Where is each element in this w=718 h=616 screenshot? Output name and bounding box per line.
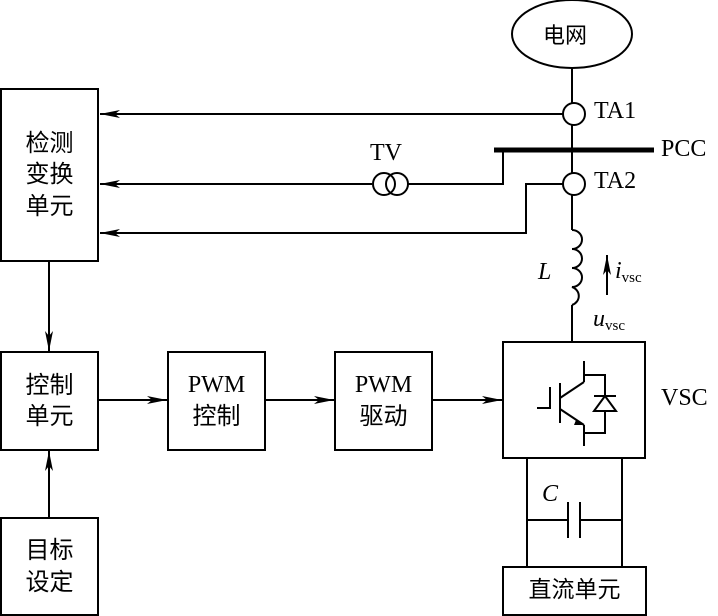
- control-unit: 控制 单元: [0, 351, 99, 451]
- control-unit-line-1: 控制: [25, 370, 74, 399]
- detect-transform-unit: 检测 变换 单元: [0, 88, 99, 262]
- tv-label: TV: [370, 140, 402, 166]
- ta2-signal-line: [100, 183, 563, 237]
- pwm-control-block: PWM 控制: [167, 351, 266, 451]
- detect-unit-line-2: 变换: [25, 160, 74, 189]
- target-setting-line-1: 目标: [25, 536, 74, 565]
- current-subscript: vsc: [621, 270, 642, 286]
- voltage-subscript: vsc: [605, 318, 625, 334]
- pwm-control-line-2: 控制: [192, 402, 241, 430]
- capacitor-label: C: [542, 481, 559, 507]
- inductor-label: L: [538, 259, 552, 285]
- tv-coil-left-icon: [372, 172, 396, 196]
- grid-label: 电网: [543, 24, 588, 49]
- target-setting-block: 目标 设定: [0, 517, 99, 616]
- dc-unit-block: 直流单元: [502, 566, 647, 616]
- ta2-ct-icon: [562, 172, 586, 196]
- inductor-icon: [571, 229, 583, 306]
- detect-unit-line-1: 检测: [25, 129, 74, 158]
- pwm-drive-line-2: 驱动: [359, 402, 408, 430]
- grid-ellipse: [511, 0, 633, 69]
- vsc-block: [502, 341, 646, 459]
- pwm-control-line-1: PWM: [187, 371, 246, 398]
- current-symbol: i: [615, 258, 622, 284]
- detect-unit-line-3: 单元: [25, 191, 74, 220]
- dc-unit-label: 直流单元: [528, 577, 621, 604]
- target-setting-line-2: 设定: [25, 567, 74, 596]
- pwm-drive-line-1: PWM: [354, 371, 413, 398]
- pcc-label: PCC: [661, 136, 707, 162]
- voltage-label: uvsc: [593, 306, 625, 335]
- control-unit-line-2: 单元: [25, 402, 74, 430]
- current-label: ivsc: [615, 258, 642, 287]
- tv-coil-right-icon: [385, 172, 409, 196]
- pwm-drive-block: PWM 驱动: [334, 351, 433, 451]
- igbt-diode-icon: [537, 361, 618, 446]
- vsc-label: VSC: [661, 385, 708, 411]
- ta1-label: TA1: [594, 98, 637, 124]
- ta1-ct-icon: [562, 102, 586, 126]
- ta2-label: TA2: [594, 168, 637, 194]
- voltage-symbol: u: [593, 306, 605, 332]
- tv-tap-line: [408, 150, 504, 185]
